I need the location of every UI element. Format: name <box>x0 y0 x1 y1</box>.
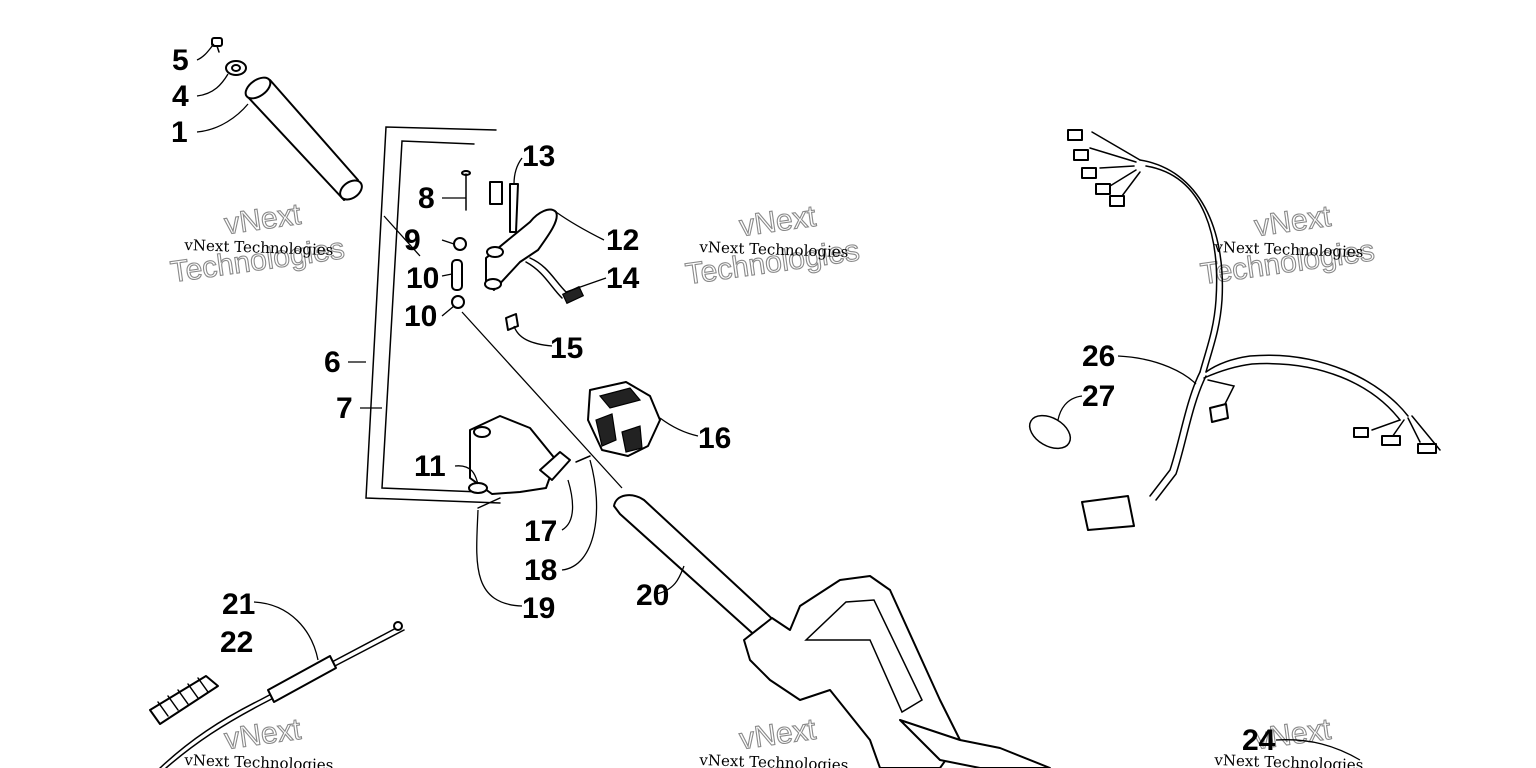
callout-10-upper: 9 <box>404 224 421 257</box>
switch-housing <box>587 381 661 457</box>
screw <box>211 37 223 53</box>
callout-15: 14 <box>606 262 640 295</box>
label-decal <box>489 181 503 205</box>
svg-text:vNext Technologies: vNext Technologies <box>698 751 849 768</box>
throttle-housing <box>468 415 571 495</box>
callout-26: 26 <box>1082 340 1115 373</box>
callout-19: 18 <box>524 554 557 587</box>
wiring-harness <box>1067 129 1441 531</box>
handle-grip <box>244 76 363 201</box>
callout-24: 24 <box>1242 724 1276 757</box>
callout-16: 15 <box>550 332 583 365</box>
watermark-1: Technologies vNext vNext Technologies <box>168 197 347 290</box>
callout-22: 22 <box>220 626 253 659</box>
bracket-7 <box>365 126 501 504</box>
watermark-3: Technologies vNext vNext Technologies <box>1198 199 1377 292</box>
callout-27: 27 <box>1082 380 1115 413</box>
callout-8: 7 <box>336 392 353 425</box>
shaft <box>451 259 463 291</box>
throttle-lever <box>484 183 558 291</box>
screw-long <box>477 497 501 509</box>
callout-7: 6 <box>324 346 341 379</box>
watermark-2: Technologies vNext vNext Technologies <box>683 199 862 292</box>
callout-1: 20 <box>636 579 669 612</box>
clip <box>505 313 519 331</box>
washer <box>225 60 247 76</box>
callout-13: 12 <box>606 224 639 257</box>
pin <box>461 170 471 211</box>
washer-upper <box>453 237 467 251</box>
callout-4: 1 <box>171 116 188 149</box>
svg-text:vNext: vNext <box>737 713 818 756</box>
svg-text:vNext: vNext <box>1252 200 1333 243</box>
callout-6: 5 <box>172 44 189 77</box>
callout-5: 4 <box>172 80 189 113</box>
svg-text:vNext: vNext <box>737 200 818 243</box>
callout-20: 19 <box>522 592 555 625</box>
callout-10-lower: 10 <box>404 300 437 333</box>
callout-14: 13 <box>522 140 555 173</box>
leader-lines <box>196 43 1361 761</box>
cable-sleeve <box>149 675 219 725</box>
callout-12: 11 <box>414 450 446 483</box>
handlebar <box>613 494 1051 768</box>
svg-text:vNext Technologies: vNext Technologies <box>1213 751 1364 768</box>
callout-21: 21 <box>222 588 255 621</box>
screw-short <box>575 455 591 463</box>
svg-text:vNext: vNext <box>222 198 303 241</box>
svg-text:vNext Technologies: vNext Technologies <box>698 238 849 261</box>
callout-9: 8 <box>418 182 435 215</box>
callout-18: 17 <box>524 515 557 548</box>
svg-text:vNext Technologies: vNext Technologies <box>183 751 334 768</box>
washer-lower <box>451 295 465 309</box>
throttle-switch <box>525 257 585 305</box>
throttle-cable <box>159 621 405 768</box>
watermark-5: vNext vNext Technologies <box>698 712 849 768</box>
watermark-4: vNext vNext Technologies <box>183 712 334 768</box>
callout-17: 16 <box>698 422 731 455</box>
svg-text:vNext Technologies: vNext Technologies <box>1213 238 1364 261</box>
watermark-6: vNext vNext Technologies <box>1213 712 1364 768</box>
callout-11: 10 <box>406 262 439 295</box>
bracket-8 <box>381 140 481 493</box>
svg-text:vNext Technologies: vNext Technologies <box>183 236 334 259</box>
cable-tie <box>1028 414 1072 450</box>
